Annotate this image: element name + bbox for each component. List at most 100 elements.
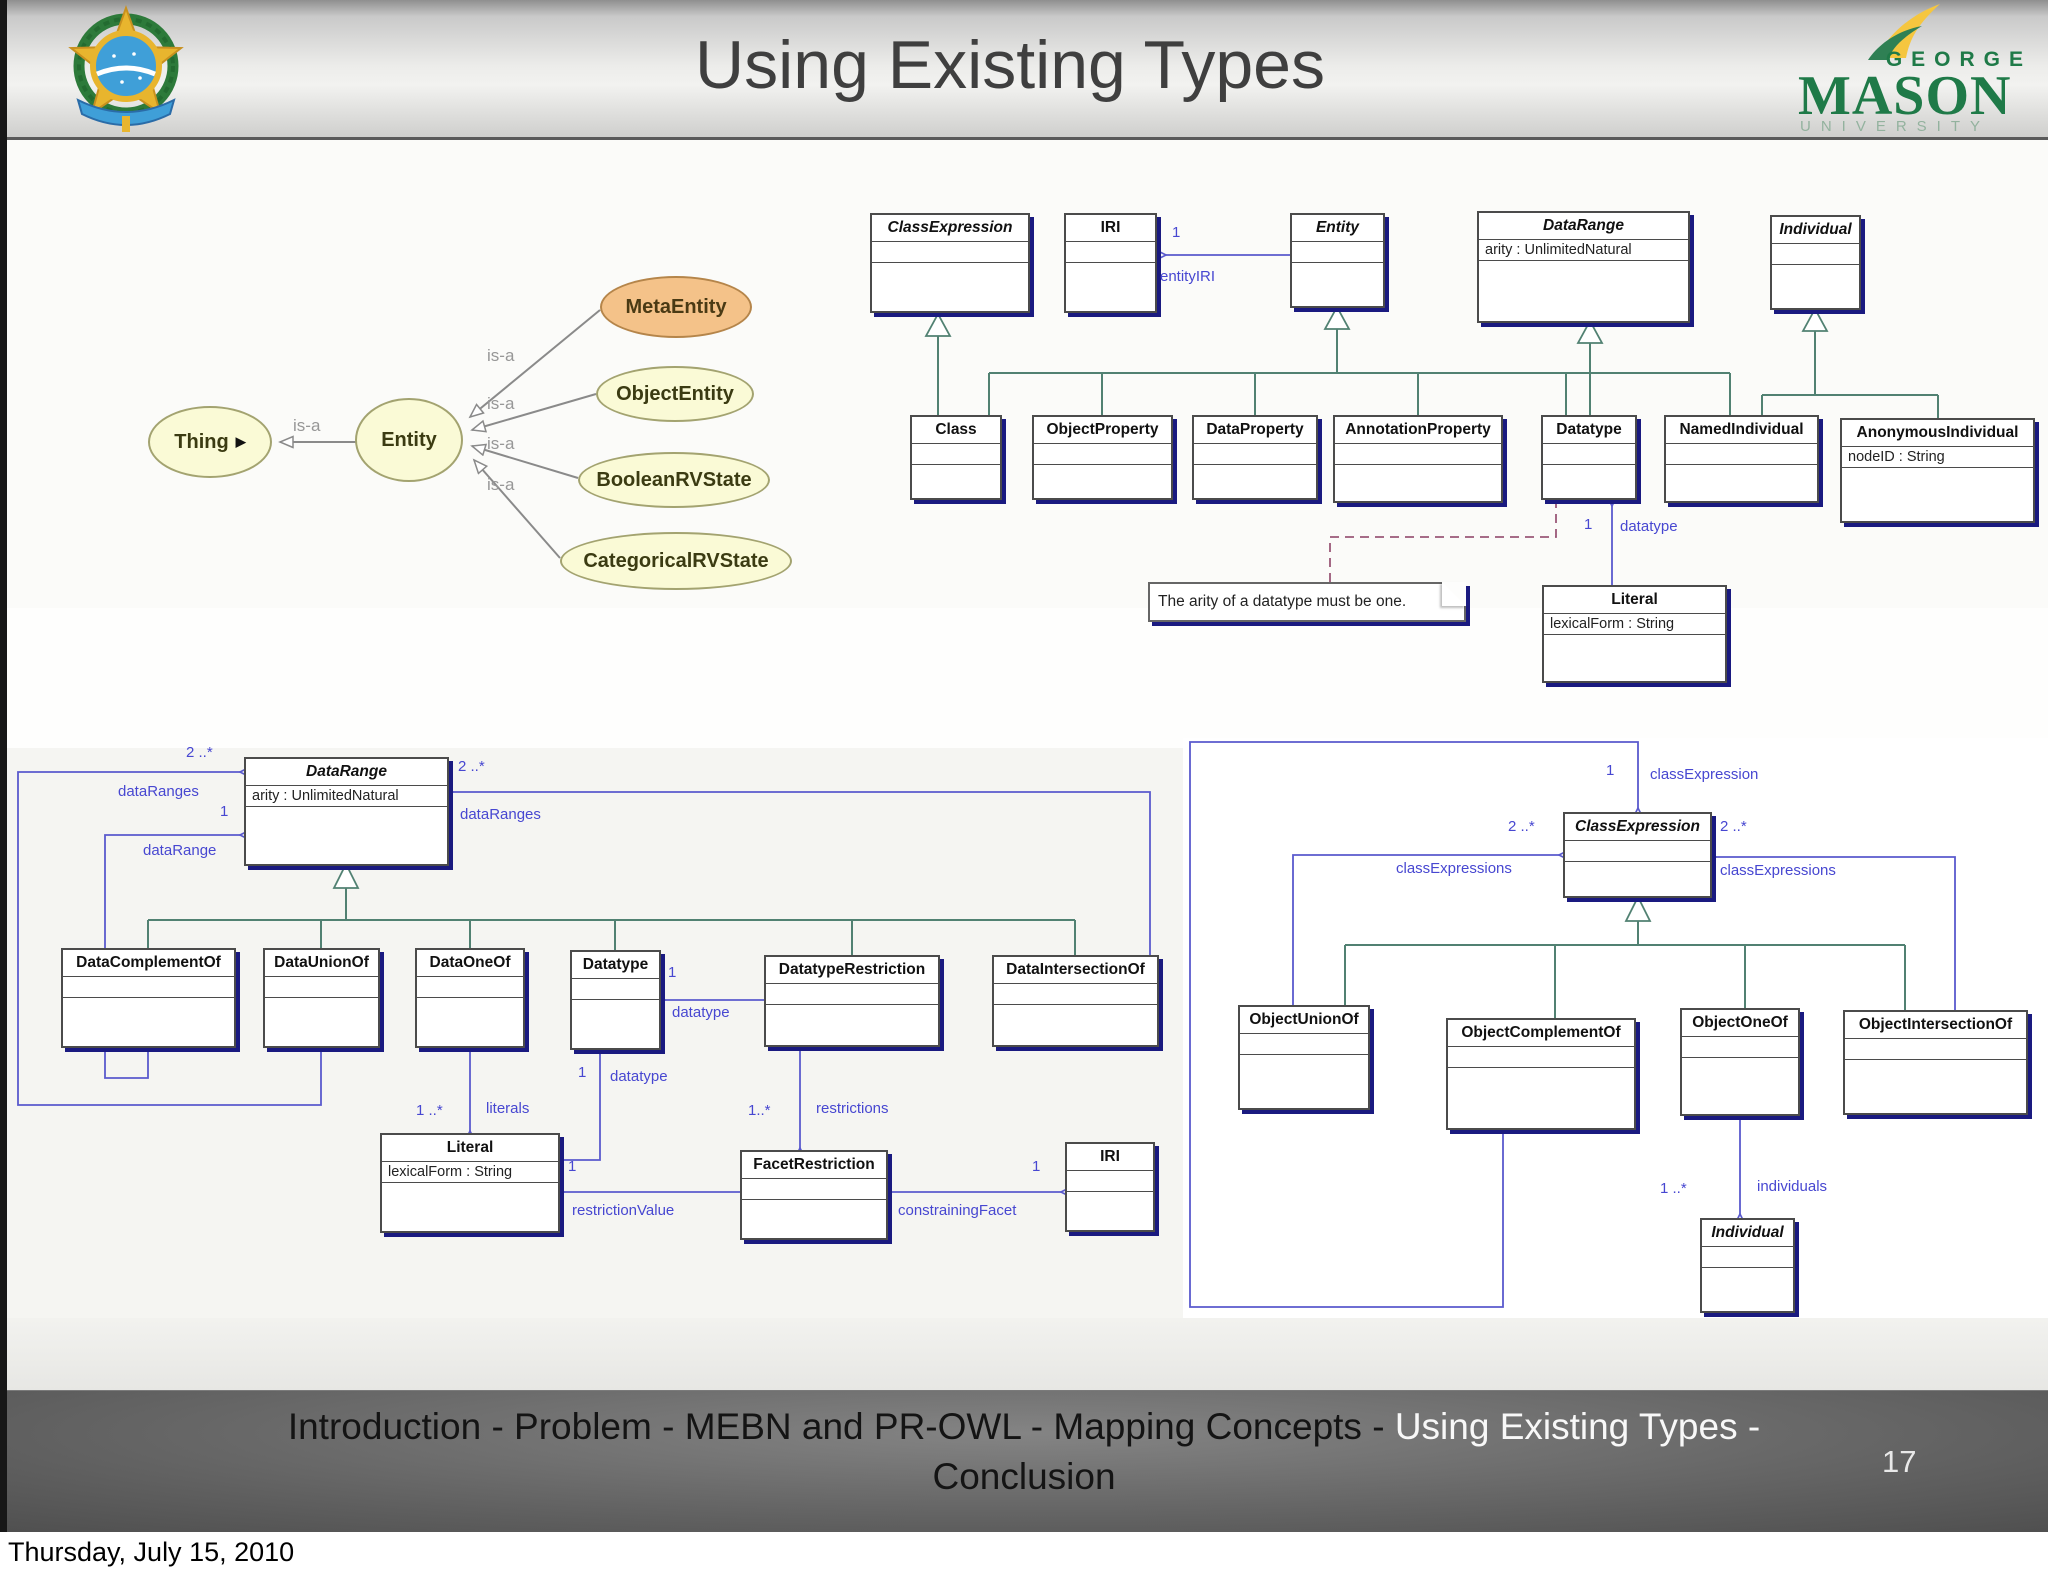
uml-class-title: Datatype — [572, 952, 659, 979]
node-objectentity-label: ObjectEntity — [616, 382, 734, 405]
page-number: 17 — [1882, 1444, 1917, 1479]
uml-class-objectunionof: ObjectUnionOf — [1238, 1005, 1370, 1110]
node-metaentity-label: MetaEntity — [625, 295, 727, 318]
uml-class-dataproperty: DataProperty — [1192, 415, 1318, 500]
uml-class-individual: Individual — [1770, 215, 1861, 310]
uml-class-anonymousindividual: AnonymousIndividual nodeID : String — [1840, 418, 2035, 523]
label-individuals-mult: 1 ..* — [1660, 1180, 1687, 1197]
uml-class-facetrestriction: FacetRestriction — [740, 1150, 888, 1240]
label-entityiri-mult: 1 — [1172, 224, 1181, 241]
label-restrictions-mult: 1..* — [748, 1102, 771, 1119]
slide-footer — [0, 1390, 2048, 1532]
uml-class-classexpression2: ClassExpression — [1563, 812, 1712, 898]
date-text: Thursday, July 15, 2010 — [8, 1537, 295, 1567]
node-entity: Entity — [355, 398, 463, 482]
uml-class-objectintersectionof: ObjectIntersectionOf — [1843, 1010, 2028, 1115]
uml-class-title: ObjectOneOf — [1682, 1010, 1798, 1037]
label-dataranges-right: dataRanges — [460, 806, 541, 823]
uml-class-dataintersectionof: DataIntersectionOf — [992, 955, 1159, 1047]
label-classexpressions-right-mult: 2 ..* — [1720, 818, 1747, 835]
uml-class-title: Class — [912, 417, 1000, 444]
uml-class-title: DataProperty — [1194, 417, 1316, 444]
background-band-top — [0, 140, 2048, 608]
uml-class-title: ObjectUnionOf — [1240, 1007, 1368, 1034]
breadcrumb: Introduction - Problem - MEBN and PR-OWL… — [244, 1402, 1804, 1502]
uml-class-title: DataComplementOf — [63, 950, 234, 977]
edge-label-isa: is-a — [487, 346, 515, 365]
label-classexpressions-left: classExpressions — [1396, 860, 1512, 877]
label-literal-datatype-mult: 1 — [578, 1064, 587, 1081]
label-literal-datatype: datatype — [610, 1068, 668, 1085]
uml-class-title: ObjectIntersectionOf — [1845, 1012, 2026, 1039]
edge-label-isa: is-a — [487, 394, 515, 413]
uml-class-attribute: nodeID : String — [1842, 447, 2033, 468]
uml-class-iri: IRI — [1064, 213, 1157, 313]
label-individuals: individuals — [1757, 1178, 1828, 1195]
background-band-middle — [0, 608, 2048, 748]
uml-class-literal2: Literal lexicalForm : String — [380, 1133, 560, 1233]
uml-class-title: Literal — [382, 1135, 558, 1162]
uml-class-iri2: IRI — [1065, 1142, 1155, 1232]
uml-class-namedindividual: NamedIndividual — [1664, 415, 1819, 503]
label-constrainingfacet: constrainingFacet — [898, 1202, 1017, 1219]
label-dataranges-left: dataRanges — [118, 783, 199, 800]
uml-class-attribute: arity : UnlimitedNatural — [246, 786, 447, 807]
label-dataranges-right-mult: 2 ..* — [458, 758, 485, 775]
node-objectentity: ObjectEntity — [596, 366, 754, 422]
uml-class-title: AnnotationProperty — [1335, 417, 1501, 444]
thing-pointer-icon: ▶ — [235, 434, 246, 449]
uml-class-objectproperty: ObjectProperty — [1032, 415, 1173, 500]
gmu-torch-icon — [1868, 4, 1940, 60]
uml-class-title: AnonymousIndividual — [1842, 420, 2033, 447]
uml-note: The arity of a datatype must be one. — [1148, 582, 1466, 622]
breadcrumb-current: Using Existing Types - — [1394, 1406, 1761, 1447]
label-dataranges-left-mult: 2 ..* — [186, 744, 213, 761]
uml-class-attribute: lexicalForm : String — [1544, 614, 1725, 635]
date-bar — [0, 1532, 2048, 1576]
node-metaentity: MetaEntity — [600, 276, 752, 338]
uml-class-datatyperestriction: DatatypeRestriction — [764, 955, 940, 1047]
gmu-logo-george: GEORGE — [1885, 48, 2032, 71]
label-classexpressions-left-mult: 2 ..* — [1508, 818, 1535, 835]
uml-class-dataoneof: DataOneOf — [415, 948, 525, 1048]
label-restrictionvalue: restrictionValue — [572, 1202, 675, 1219]
uml-class-datarange: DataRange arity : UnlimitedNatural — [1477, 211, 1690, 323]
slide-left-edge — [0, 0, 7, 1532]
label-constrainingfacet-mult: 1 — [1032, 1158, 1041, 1175]
breadcrumb-after: Conclusion — [932, 1456, 1116, 1497]
uml-class-datatype: Datatype — [1541, 415, 1637, 500]
label-classexpression: classExpression — [1650, 766, 1759, 783]
uml-class-title: Entity — [1292, 215, 1383, 242]
label-literals-mult: 1 ..* — [416, 1102, 443, 1119]
label-restrictions: restrictions — [816, 1100, 889, 1117]
uml-class-class: Class — [910, 415, 1002, 500]
uml-class-title: ClassExpression — [872, 215, 1028, 242]
node-categoricalrvstate: CategoricalRVState — [560, 532, 792, 590]
uml-class-title: DataRange — [1479, 213, 1688, 240]
uml-class-title: DataOneOf — [417, 950, 523, 977]
label-classexpression-mult: 1 — [1606, 762, 1615, 779]
uml-class-attribute: lexicalForm : String — [382, 1162, 558, 1183]
page-title: Using Existing Types — [695, 27, 1325, 103]
uml-class-datacomplementof: DataComplementOf — [61, 948, 236, 1048]
uml-note-text: The arity of a datatype must be one. — [1158, 593, 1407, 610]
label-datarange: dataRange — [143, 842, 217, 859]
edge-label-isa: is-a — [293, 416, 321, 435]
gmu-logo-university: UNIVERSITY — [1800, 118, 1991, 135]
uml-class-datarange2: DataRange arity : UnlimitedNatural — [244, 757, 449, 866]
uml-class-title: IRI — [1066, 215, 1155, 242]
label-restriction-datatype-mult: 1 — [668, 964, 677, 981]
uml-class-dataunionof: DataUnionOf — [263, 948, 380, 1048]
gmu-logo: GEORGE MASON UNIVERSITY — [1782, 2, 2038, 140]
gmu-logo-mason: MASON — [1798, 65, 2012, 127]
uml-class-title: DataUnionOf — [265, 950, 378, 977]
label-restriction-datatype: datatype — [672, 1004, 730, 1021]
uml-class-title: DataIntersectionOf — [994, 957, 1157, 984]
label-entityiri: entityIRI — [1160, 268, 1216, 285]
uml-class-title: Individual — [1702, 1220, 1793, 1247]
breadcrumb-before: Introduction - Problem - MEBN and PR-OWL… — [287, 1406, 1395, 1447]
label-datatype-mult: 1 — [1584, 516, 1593, 533]
background-band-bottom — [0, 1318, 2048, 1390]
uml-class-individual2: Individual — [1700, 1218, 1795, 1313]
